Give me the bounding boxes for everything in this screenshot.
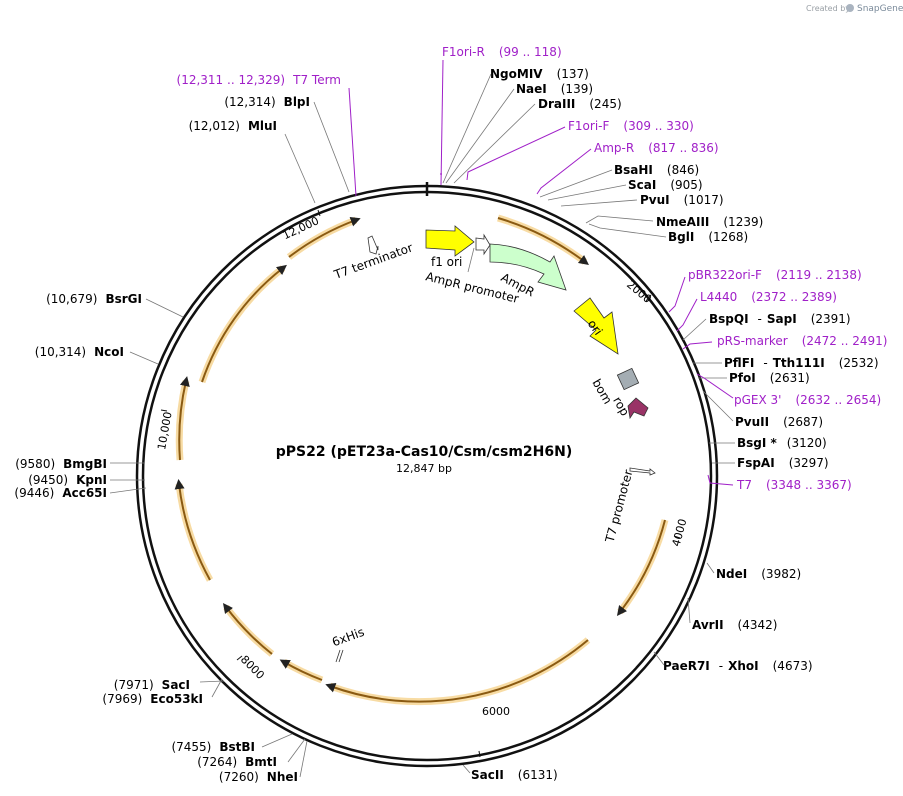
enzyme-naei: NaeI(139)	[516, 82, 593, 96]
tick-8000: 8000	[236, 653, 267, 682]
plasmid-length: 12,847 bp	[396, 462, 452, 475]
tick-label: 4000	[670, 517, 690, 547]
primer-l4440: L4440(2372 .. 2389)	[700, 290, 837, 304]
primer-prs-marker: pRS-marker(2472 .. 2491)	[717, 334, 887, 348]
enzyme-bspqi: BspQI-SapI(2391)	[709, 312, 851, 326]
orf-arc-6	[174, 479, 211, 581]
enzyme-paer7i: PaeR7I-XhoI(4673)	[663, 659, 813, 673]
backbone	[135, 182, 719, 768]
tick-6000: 6000	[478, 705, 510, 758]
credit-prefix: Created by	[806, 4, 850, 13]
enzyme-saci: (7971)SacI	[114, 678, 190, 692]
orf-arc-3	[325, 639, 589, 703]
primer-f1ori-r: F1ori-R(99 .. 118)	[442, 45, 562, 59]
enzyme-bstbi: (7455)BstBI	[171, 740, 255, 754]
primer-t7: T7(3348 .. 3367)	[736, 478, 852, 492]
primer-amp-r: Amp-R(817 .. 836)	[594, 141, 719, 155]
primer-leaders	[348, 59, 734, 486]
t7-promoter-label: T7 promoter	[602, 468, 635, 545]
bom-feature	[616, 367, 640, 391]
orf-arc-7	[178, 376, 190, 461]
orf-arc-5	[222, 603, 273, 655]
tick-label: 2000	[624, 278, 654, 306]
f1-ori-feature	[425, 225, 475, 257]
tick-label: 10,000	[155, 411, 174, 451]
enzyme-pfoi: PfoI(2631)	[729, 371, 810, 385]
ori-feature	[573, 297, 619, 355]
primer-pgex3: pGEX 3'(2632 .. 2654)	[734, 393, 881, 407]
rop-feature	[627, 397, 649, 420]
enzyme-avrii: AvrII(4342)	[692, 618, 777, 632]
tick-10000: 10,000	[155, 409, 175, 451]
enzyme-bsgi: BsgI *(3120)	[737, 436, 827, 450]
t7-terminator-feature	[367, 235, 379, 255]
enzyme-bsrgi: (10,679)BsrGI	[46, 292, 142, 306]
enzyme-fspai: FspAI(3297)	[737, 456, 829, 470]
orf-arc-4	[279, 659, 323, 681]
enzyme-nmeaiii: NmeAIII(1239)	[656, 215, 763, 229]
enzyme-pflfi: PflFI-Tth111I(2532)	[724, 356, 879, 370]
ampr-promoter-leader	[467, 247, 475, 273]
enzyme-scai: ScaI(905)	[628, 178, 703, 192]
enzyme-draiii: DraIII(245)	[538, 97, 622, 111]
sixhis-feature	[335, 649, 344, 663]
primer-f1ori-f: F1ori-F(309 .. 330)	[568, 119, 694, 133]
features	[335, 225, 656, 663]
primer-pbr322ori-f: pBR322ori-F(2119 .. 2138)	[688, 268, 862, 282]
plasmid-name: pPS22 (pET23a-Cas10/Csm/csm2H6N)	[276, 444, 573, 460]
snapgene-credit: Created by SnapGene	[806, 4, 903, 14]
enzyme-nhei: (7260)NheI	[219, 770, 298, 784]
enzyme-kpni: (9450)KpnI	[28, 473, 107, 487]
enzyme-bmgbi: (9580)BmgBI	[15, 457, 107, 471]
enzyme-sacii: SacII(6131)	[471, 768, 558, 782]
tick-4000: 4000	[670, 517, 690, 547]
enzyme-leaders	[109, 73, 735, 778]
enzyme-labels: NgoMIV(137) NaeI(139) DraIII(245) BsaHI(…	[14, 67, 878, 784]
enzyme-eco53ki: (7969)Eco53kI	[102, 692, 203, 706]
tick-2000: 2000	[624, 278, 654, 306]
enzyme-ndei: NdeI(3982)	[716, 567, 801, 581]
orf-arcs	[174, 214, 669, 706]
ampr-promoter-feature	[475, 233, 491, 256]
orf-arc-8	[201, 264, 287, 383]
ampr-feature	[489, 243, 567, 291]
enzyme-pvuii: PvuII(2687)	[735, 415, 823, 429]
sixhis-label: 6xHis	[330, 625, 366, 650]
orf-arc-9	[288, 217, 361, 258]
enzyme-bsahi: BsaHI(846)	[614, 163, 699, 177]
orf-arc-2	[616, 519, 666, 616]
tick-label: 8000	[238, 653, 267, 682]
primer-t7-term: (12,311 .. 12,329)T7 Term	[177, 73, 341, 87]
credit-brand: SnapGene	[857, 4, 903, 14]
primer-labels: F1ori-R(99 .. 118) F1ori-F(309 .. 330) A…	[177, 45, 888, 492]
snapgene-logo-icon	[846, 4, 854, 12]
enzyme-bgli: BglI(1268)	[668, 230, 748, 244]
enzyme-pvui: PvuI(1017)	[640, 193, 724, 207]
enzyme-ngomiv: NgoMIV(137)	[490, 67, 589, 81]
orf-arc-1	[497, 217, 589, 266]
tick-group: 2000 4000 6000 8000 10,000 12,000	[155, 209, 690, 758]
tick-label: 6000	[482, 705, 510, 718]
enzyme-mlui: (12,012)MluI	[189, 119, 277, 133]
enzyme-acc65i: (9446)Acc65I	[14, 486, 107, 500]
enzyme-blpi: (12,314)BlpI	[224, 95, 310, 109]
t7-promoter-feature	[629, 467, 656, 476]
enzyme-ncoi: (10,314)NcoI	[35, 345, 124, 359]
enzyme-bmti: (7264)BmtI	[197, 755, 277, 769]
f1-ori-label: f1 ori	[431, 255, 462, 269]
